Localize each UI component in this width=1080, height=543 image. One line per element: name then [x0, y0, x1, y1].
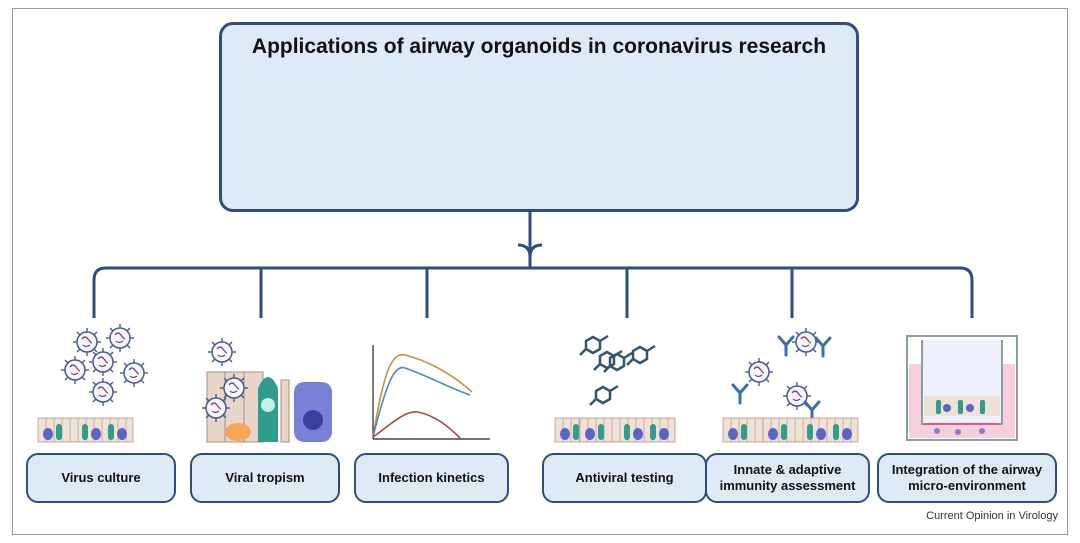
- antiviral-testing-illustration: [554, 334, 676, 443]
- virus-culture-illustration: [37, 323, 149, 443]
- viral-tropism-label: Viral tropism: [190, 453, 340, 503]
- virus-culture-label: Virus culture: [26, 453, 176, 503]
- connector-tree: [92, 212, 974, 318]
- micro-environment-illustration: [906, 335, 1018, 441]
- immunity-assessment-illustration: [722, 327, 859, 443]
- immunity-assessment-label: Innate & adaptive immunity assessment: [705, 453, 870, 503]
- infection-kinetics-chart: [372, 345, 490, 440]
- source-credit: Current Opinion in Virology: [926, 510, 1058, 522]
- viral-tropism-illustration: [201, 337, 332, 443]
- diagram-title: Applications of airway organoids in coro…: [251, 35, 827, 58]
- antiviral-testing-label: Antiviral testing: [542, 453, 707, 503]
- applications-header-box: Applications of airway organoids in coro…: [219, 22, 859, 212]
- infection-kinetics-label: Infection kinetics: [354, 453, 509, 503]
- micro-environment-label: Integration of the airway micro-environm…: [877, 453, 1057, 503]
- figure-frame: [12, 8, 1068, 535]
